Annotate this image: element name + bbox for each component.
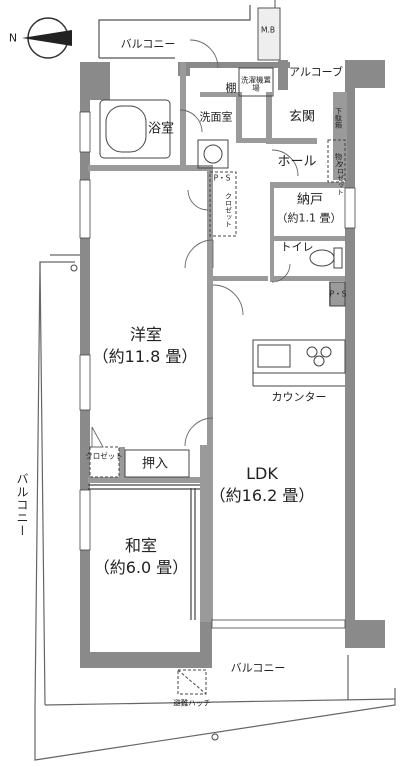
storage-small-label: 物入 [334, 153, 343, 167]
alcove-label: アルコーブ [288, 65, 344, 79]
ldk-name: LDK [246, 464, 278, 483]
left-balcony-outline [34, 254, 80, 709]
toilet-label: トイレ [280, 240, 314, 254]
western-room-name: 洋室 [129, 325, 163, 344]
hall-label: ホール [277, 154, 317, 170]
counter-label: カウンター [271, 390, 327, 404]
bath-label: 浴室 [147, 121, 175, 137]
closet-areas [89, 139, 346, 478]
evac-hatch-label: 避難ハッチ [173, 698, 211, 708]
top-balcony-outline [98, 5, 251, 59]
oshiire-label: 押入 [141, 456, 169, 472]
north-label: N [8, 31, 18, 45]
japanese-room-area: （約6.0 畳） [93, 558, 189, 577]
balcony-left-label: バルコニー [15, 472, 29, 538]
balcony-top-label: バルコニー [120, 37, 176, 51]
shoe-box-label: 下駄箱 [334, 107, 343, 129]
closet-right-label: クロゼット [336, 160, 345, 196]
door-swings [91, 39, 299, 448]
ldk-area: （約16.2 畳） [209, 486, 315, 505]
bottom-balcony-outline [34, 655, 396, 761]
laundry-area [238, 67, 274, 97]
ps-upper-label: P・S [213, 173, 231, 183]
evacuation-hatch-icon [177, 669, 207, 695]
closet-small-label: クロゼット [85, 451, 123, 461]
balcony-bottom-label: バルコニー [230, 661, 286, 675]
meter-box-area [257, 7, 281, 61]
western-room-area: （約11.8 畳） [92, 347, 198, 366]
wash-basin [197, 139, 229, 169]
shelf-label: 棚 [225, 81, 237, 95]
bathtub [99, 99, 171, 159]
laundry-label: 洗濯機置場 [241, 75, 271, 92]
windows [79, 111, 356, 629]
storage-name: 納戸 [296, 192, 324, 208]
entrance-label: 玄関 [288, 109, 316, 125]
sliding-doors [88, 484, 200, 620]
interior-walls [88, 62, 347, 622]
kitchen-counter [252, 339, 346, 387]
japanese-room-name: 和室 [124, 536, 158, 555]
toilet-fixture [309, 247, 343, 269]
washroom-label: 洗面室 [199, 110, 233, 124]
compass-icon [22, 17, 72, 59]
closet-left-label: クロゼット [224, 192, 233, 228]
storage-area: （約1.1 畳） [276, 211, 342, 225]
meter-box-label: M.B [260, 25, 276, 35]
ps-right-label: P・S [329, 289, 347, 299]
